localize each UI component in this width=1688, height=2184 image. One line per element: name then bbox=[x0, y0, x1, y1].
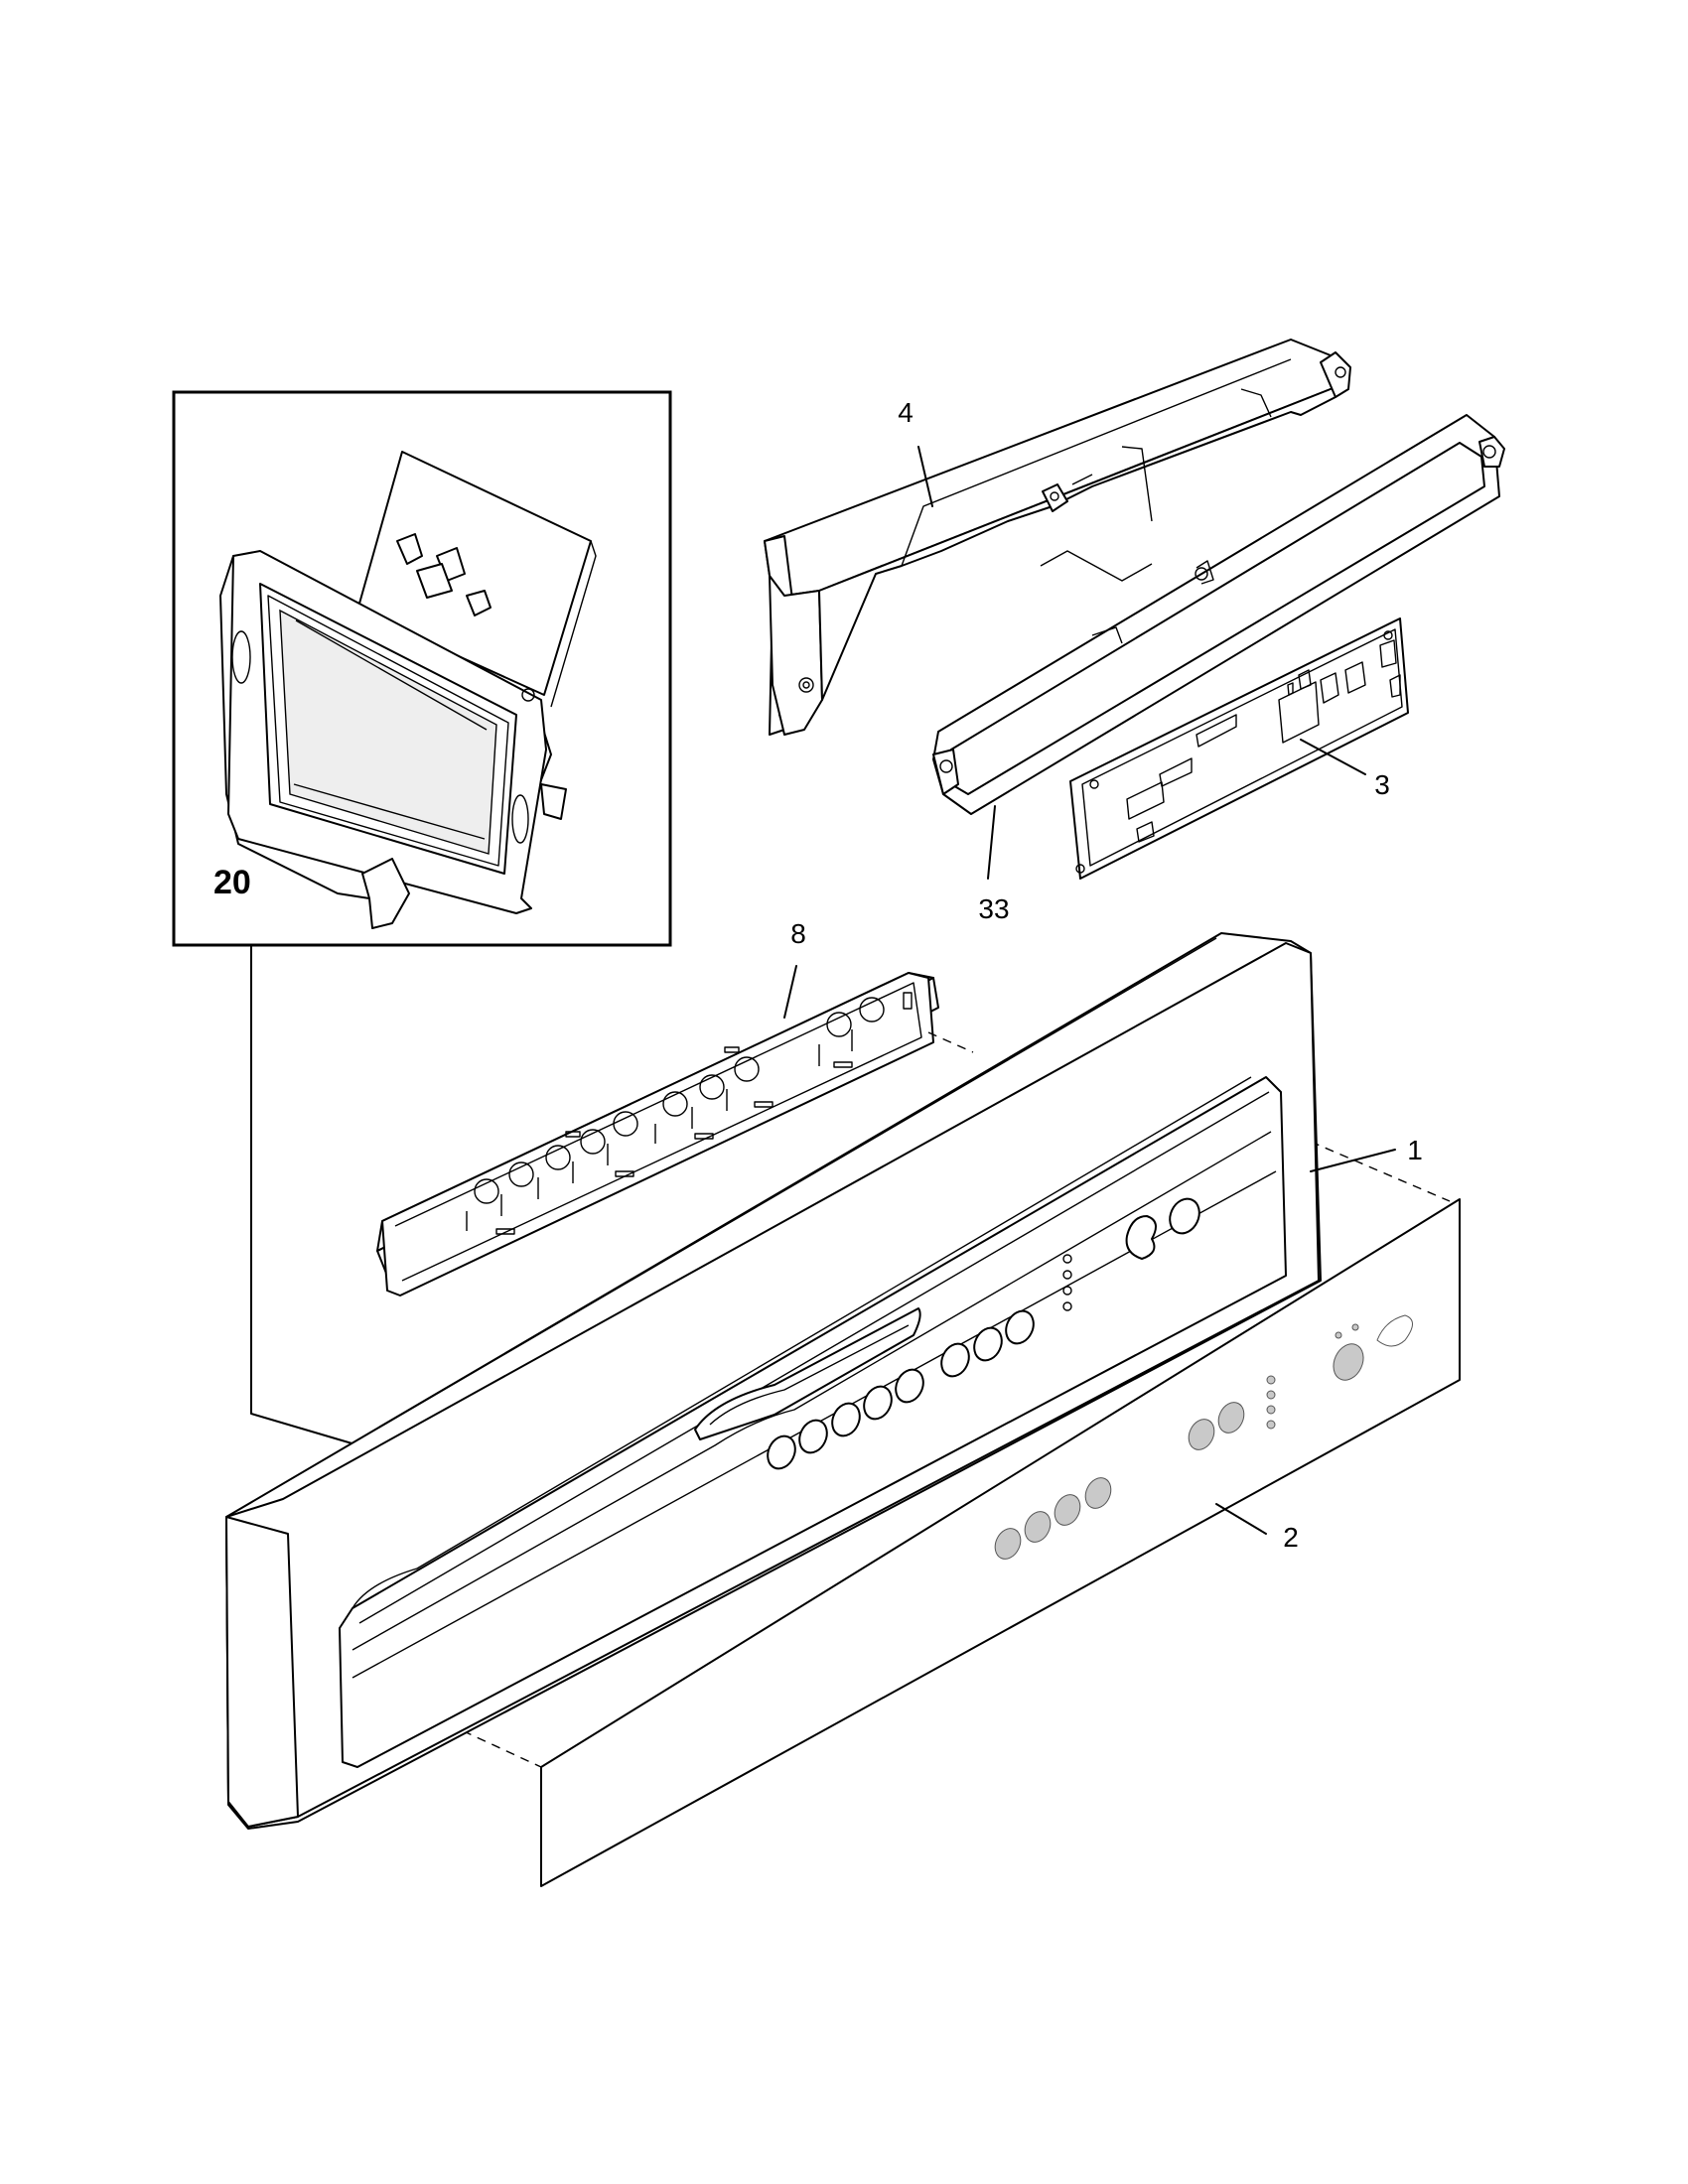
align-dash-2 bbox=[1310, 1141, 1451, 1202]
leader-4 bbox=[917, 446, 933, 507]
callout-8: 8 bbox=[790, 918, 806, 949]
overlay-drawing bbox=[540, 1198, 1461, 1887]
console-panel-drawing bbox=[225, 932, 1322, 1830]
inset-detail-box bbox=[172, 390, 672, 1448]
control-box-cover-drawing bbox=[764, 339, 1351, 736]
align-dash-1 bbox=[927, 1031, 974, 1053]
callout-33: 33 bbox=[978, 893, 1009, 924]
callout-2: 2 bbox=[1283, 1522, 1299, 1553]
console-buttons bbox=[767, 1197, 1200, 1470]
leader-2 bbox=[1215, 1503, 1267, 1535]
dispenser-module-drawing bbox=[219, 451, 597, 929]
button-carrier-drawing bbox=[376, 972, 939, 1297]
callout-3: 3 bbox=[1374, 769, 1390, 800]
overlay-button-graphics bbox=[994, 1314, 1413, 1560]
callout-1: 1 bbox=[1407, 1135, 1423, 1165]
leader-33 bbox=[987, 805, 996, 880]
callout-20: 20 bbox=[213, 864, 251, 901]
control-board-drawing bbox=[1069, 617, 1409, 880]
carrier-button-cluster bbox=[466, 992, 913, 1235]
leader-3 bbox=[1300, 739, 1366, 775]
callout-4: 4 bbox=[898, 397, 914, 428]
leader-1 bbox=[1310, 1149, 1396, 1172]
gasket-drawing bbox=[932, 414, 1505, 815]
leader-8 bbox=[783, 965, 797, 1019]
